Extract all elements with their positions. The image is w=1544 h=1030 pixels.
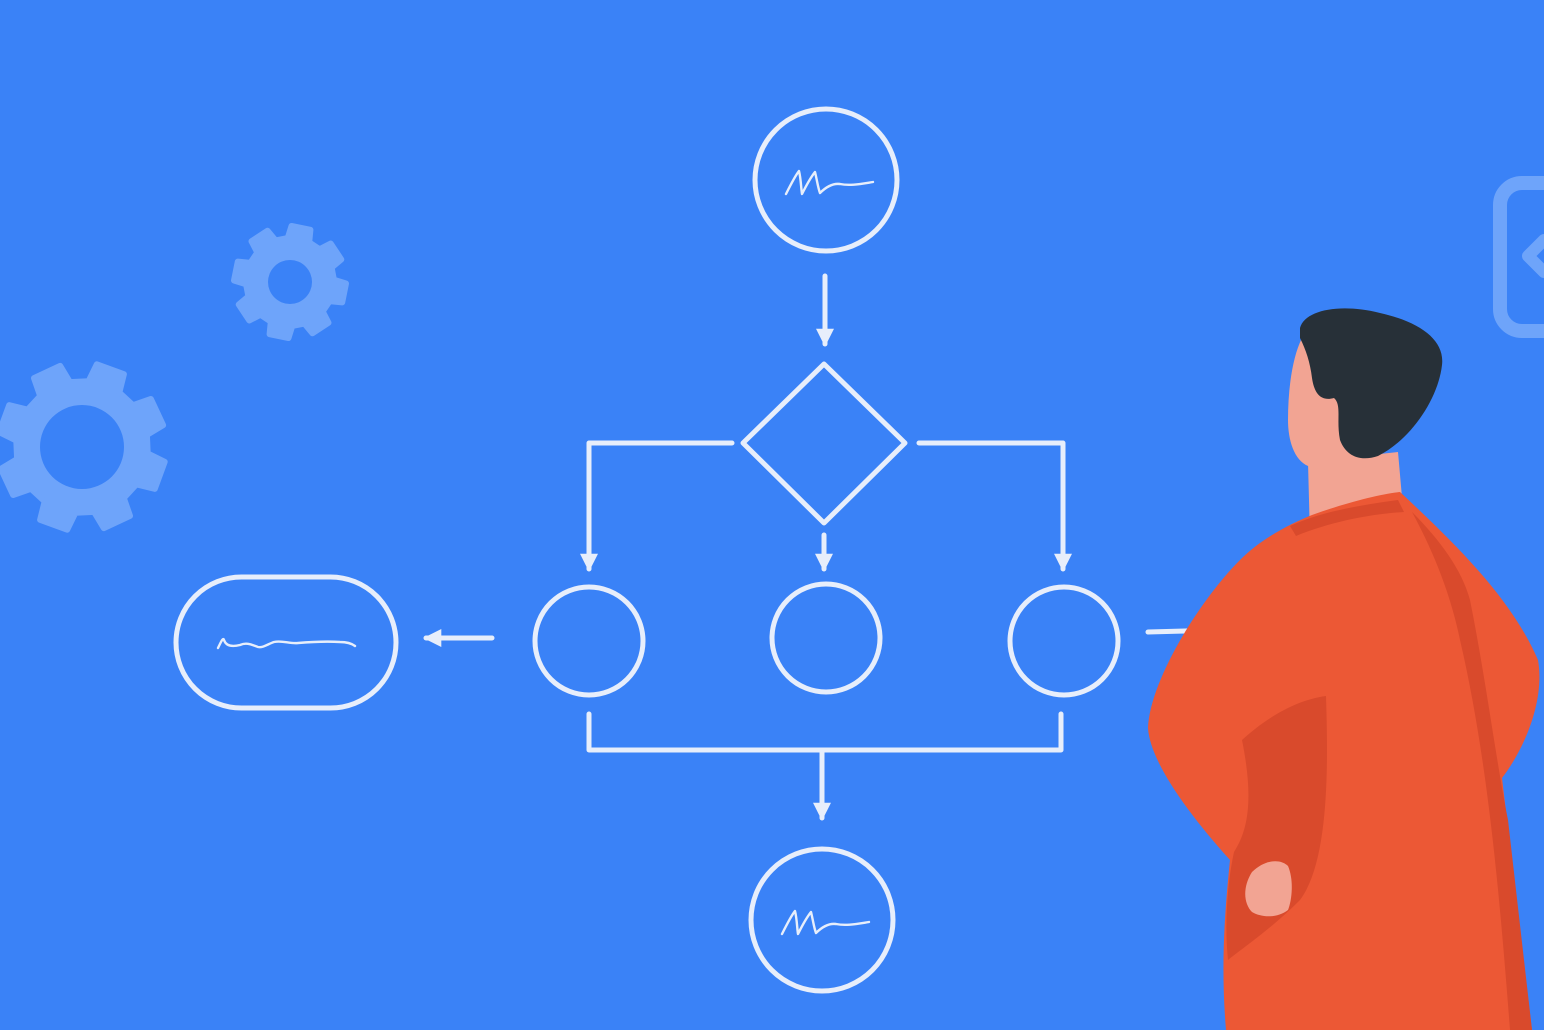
person-figure xyxy=(1148,308,1540,1030)
flowchart xyxy=(173,106,1225,994)
gear-hole xyxy=(40,405,124,489)
person-shirt-collar xyxy=(1290,500,1404,536)
branch-right xyxy=(916,440,1072,572)
person-hair xyxy=(1300,308,1443,459)
decision-node xyxy=(740,361,908,526)
gear-icon xyxy=(231,223,349,341)
terminal-node-scribble xyxy=(216,637,357,650)
end-node xyxy=(748,846,896,994)
merge-lines xyxy=(586,711,1064,753)
process-node-right xyxy=(1007,584,1121,698)
start-node-scribble xyxy=(784,169,875,196)
person-hand xyxy=(1245,861,1292,917)
start-node xyxy=(752,106,900,254)
process-node-left xyxy=(532,584,646,698)
branch-left xyxy=(580,440,735,572)
gear-icon xyxy=(0,361,168,533)
gear-hole xyxy=(268,260,312,304)
end-node-scribble xyxy=(780,909,871,936)
process-node-middle xyxy=(769,581,883,695)
window-icon xyxy=(1493,176,1544,338)
terminal-node xyxy=(173,574,399,711)
person-shirt-back-shadow xyxy=(1412,512,1532,1030)
